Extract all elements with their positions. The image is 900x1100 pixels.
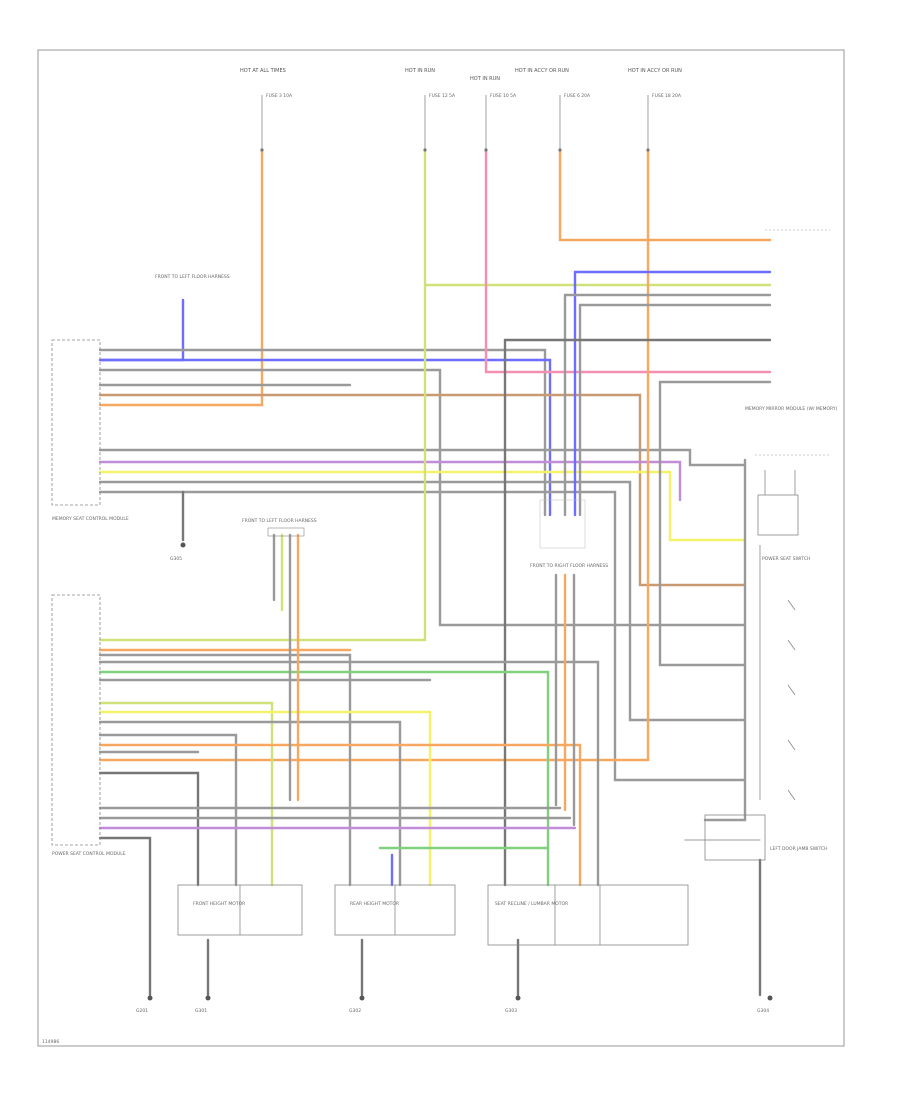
- fuse-4-label: HOT IN ACCY OR RUN: [515, 68, 569, 74]
- motor-3: SEAT RECLINE / LUMBAR MOTOR: [487, 884, 689, 946]
- fuse-2-rating: FUSE 12 5A: [429, 93, 456, 99]
- ground-2-label: G301: [195, 1008, 207, 1014]
- fuse-2: HOT IN RUN FUSE 12 5A: [405, 68, 456, 152]
- splice-c: FRONT TO RIGHT FLOOR HARNESS: [530, 499, 608, 569]
- memory-mirror-label: MEMORY MIRROR MODULE (W/ MEMORY): [745, 406, 838, 412]
- fuse-4: HOT IN ACCY OR RUN FUSE 6 20A: [515, 68, 591, 152]
- fuse-2-label: HOT IN RUN: [405, 68, 435, 74]
- wire-gray-v3: [658, 380, 747, 667]
- fuse-3-rating: FUSE 10 5A: [490, 93, 517, 99]
- diagram-frame: [37, 49, 845, 1047]
- door-jamb-switch: LEFT DOOR JAMB SWITCH: [704, 814, 828, 861]
- wire-gray-b4: [98, 720, 402, 887]
- ground-4-label: G303: [505, 1008, 517, 1014]
- fuse-4-rating: FUSE 6 20A: [564, 93, 591, 99]
- motor-1-label: FRONT HEIGHT MOTOR: [193, 901, 245, 907]
- wire-orange-fuse5: [98, 148, 650, 762]
- wire-yellowgreen-b: [98, 701, 274, 887]
- power-seat-module: POWER SEAT CONTROL MODULE: [51, 594, 126, 857]
- wire-orange-fuse1: [98, 148, 264, 407]
- fuse-5-label: HOT IN ACCY OR RUN: [628, 68, 682, 74]
- power-seat-switch-label: POWER SEAT SWITCH: [762, 556, 810, 562]
- wire-black-b1: [98, 771, 200, 887]
- motor-3-label: SEAT RECLINE / LUMBAR MOTOR: [495, 901, 568, 907]
- fuse-5-rating: FUSE 18 20A: [652, 93, 682, 99]
- fuse-5: HOT IN ACCY OR RUN FUSE 18 20A: [628, 68, 682, 152]
- splice-b-label: FRONT TO LEFT FLOOR HARNESS: [242, 518, 317, 524]
- wire-gray-1: [98, 348, 547, 517]
- motor-2-label: REAR HEIGHT MOTOR: [350, 901, 399, 907]
- motor-2: REAR HEIGHT MOTOR: [334, 884, 456, 936]
- wire-gray-b2: [98, 660, 600, 887]
- splice-a-label: FRONT TO LEFT FLOOR HARNESS: [155, 274, 230, 280]
- wire-gray-2: [98, 368, 747, 627]
- wire-gray-5: [98, 480, 747, 722]
- memory-mirror-module: MEMORY MIRROR MODULE (W/ MEMORY): [745, 229, 838, 456]
- memory-seat-module: MEMORY SEAT CONTROL MODULE: [51, 339, 129, 522]
- wire-gray-6: [98, 490, 747, 782]
- wire-yellowgreen-fuse2: [98, 148, 427, 642]
- power-seat-module-label: POWER SEAT CONTROL MODULE: [52, 851, 126, 857]
- ground-6-label: G305: [170, 556, 182, 562]
- wire-blue-2: [98, 358, 552, 517]
- wire-orange-fuse4: [558, 148, 772, 242]
- fuse-1: HOT AT ALL TIMES FUSE 3 10A: [240, 68, 293, 152]
- ground-6: G305: [170, 542, 186, 562]
- power-seat-switch: POWER SEAT SWITCH: [757, 470, 810, 801]
- ground-3: G302: [349, 995, 365, 1014]
- fuse-1-rating: FUSE 3 10A: [266, 93, 293, 99]
- wire-orange-b2: [98, 743, 582, 887]
- frame-id: 114986: [42, 1039, 59, 1045]
- splice-c-label: FRONT TO RIGHT FLOOR HARNESS: [530, 563, 608, 569]
- wire-brown: [98, 393, 747, 587]
- wire-gray-4: [98, 448, 747, 467]
- wire-pink-fuse3: [484, 148, 772, 374]
- wire-yellow-1: [98, 470, 747, 542]
- wire-green-b: [98, 670, 550, 887]
- ground-5-label: G304: [757, 1008, 769, 1014]
- ground-4: G303: [505, 995, 521, 1014]
- ground-3-label: G302: [349, 1008, 361, 1014]
- splice-b: FRONT TO LEFT FLOOR HARNESS: [242, 518, 317, 537]
- ground-1-label: G201: [136, 1008, 148, 1014]
- wire-gray-right: [703, 458, 747, 822]
- wires: [98, 148, 772, 997]
- wire-black-b2: [98, 836, 152, 997]
- fuse-3-label: HOT IN RUN: [470, 76, 500, 82]
- fuse-1-label: HOT AT ALL TIMES: [240, 68, 286, 74]
- door-jamb-switch-label: LEFT DOOR JAMB SWITCH: [770, 846, 828, 852]
- wire-gray-b1: [98, 653, 352, 887]
- ground-5: G304: [757, 995, 773, 1014]
- splice-a: FRONT TO LEFT FLOOR HARNESS: [155, 274, 230, 280]
- wire-violet: [98, 460, 682, 502]
- fuse-3: HOT IN RUN FUSE 10 5A: [470, 76, 517, 152]
- memory-seat-module-label: MEMORY SEAT CONTROL MODULE: [52, 516, 129, 522]
- ground-2: G301: [195, 995, 211, 1014]
- ground-symbols: G201 G301 G302 G303 G304 G305: [136, 542, 773, 1014]
- wire-gray-b5: [98, 733, 238, 887]
- motor-1: FRONT HEIGHT MOTOR: [177, 884, 303, 936]
- ground-1: G201: [136, 995, 153, 1014]
